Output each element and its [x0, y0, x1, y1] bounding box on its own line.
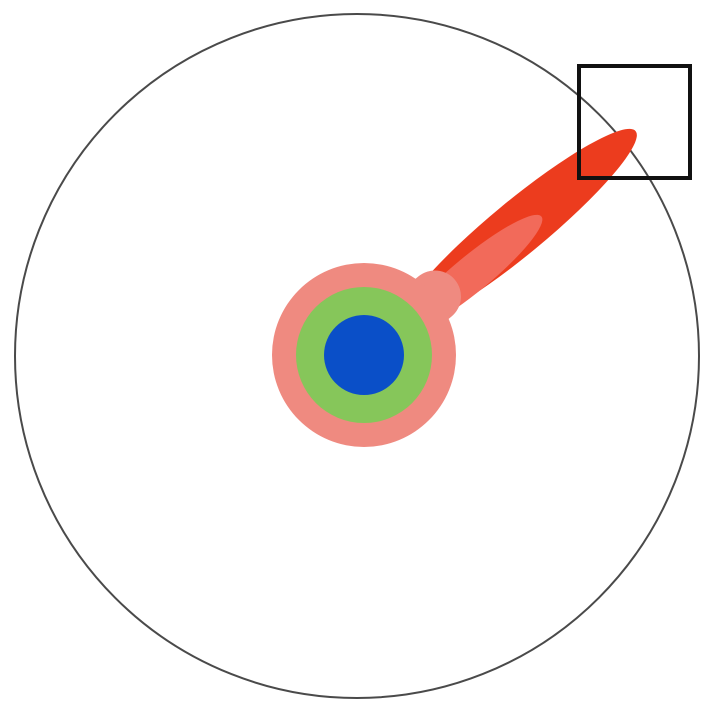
hub-inner-core [324, 315, 404, 395]
